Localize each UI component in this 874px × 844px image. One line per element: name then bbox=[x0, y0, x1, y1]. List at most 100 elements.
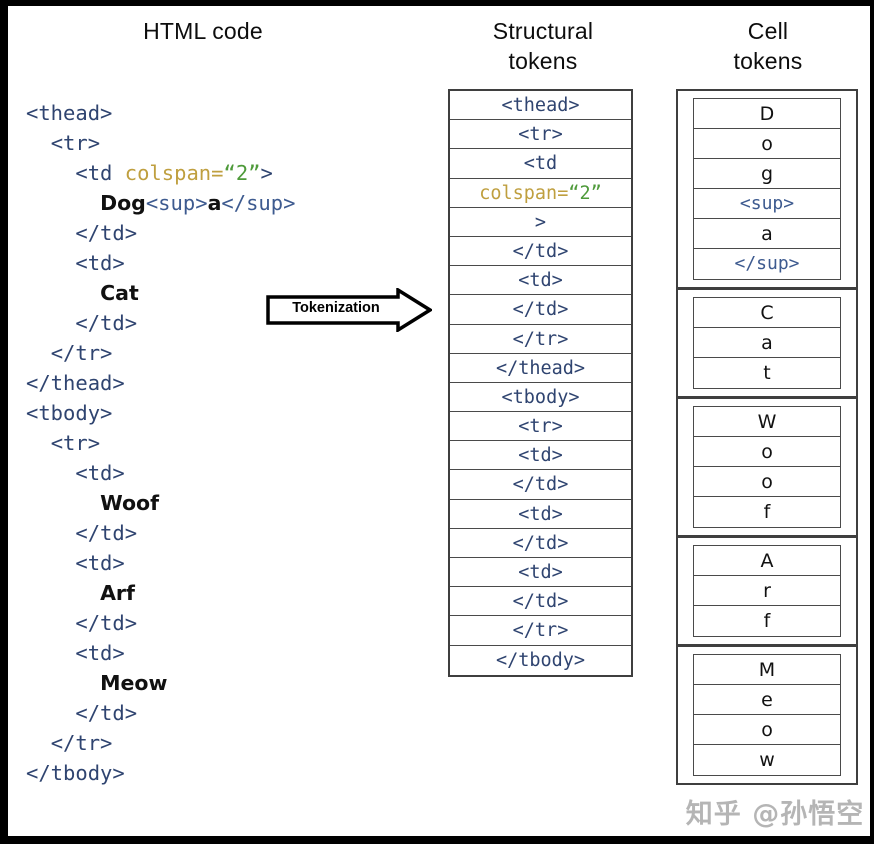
structural-token-row: </tr> bbox=[450, 325, 631, 354]
cell-token-row: <sup> bbox=[694, 189, 840, 219]
structural-token-text: <td> bbox=[518, 270, 563, 292]
code-indent bbox=[26, 461, 75, 485]
code-indent bbox=[26, 491, 100, 515]
code-token: Arf bbox=[100, 581, 135, 605]
cell-token-row: A bbox=[694, 546, 840, 576]
structural-token-row: colspan=“2” bbox=[450, 179, 631, 208]
code-indent bbox=[26, 521, 75, 545]
code-indent bbox=[26, 131, 51, 155]
code-token: > bbox=[260, 161, 273, 185]
cell-token-row: C bbox=[694, 298, 840, 328]
tokenization-arrow: Tokenization bbox=[266, 288, 432, 332]
code-token: <thead> bbox=[26, 101, 113, 125]
structural-token-text: “2” bbox=[568, 182, 602, 204]
column-title-structural-tokens-line2: tokens bbox=[508, 48, 578, 74]
code-line: <td> bbox=[26, 548, 426, 578]
code-indent bbox=[26, 641, 75, 665]
code-line: <td> bbox=[26, 248, 426, 278]
code-token: <td> bbox=[75, 641, 125, 665]
code-line: </tbody> bbox=[26, 758, 426, 788]
code-token: <sup> bbox=[145, 191, 208, 215]
cell-token-row: r bbox=[694, 576, 840, 606]
figure-canvas: HTML code Structural tokens Cell tokens … bbox=[8, 6, 870, 836]
structural-token-text: <tr> bbox=[518, 124, 563, 146]
code-token: Woof bbox=[100, 491, 160, 515]
code-indent bbox=[26, 431, 51, 455]
structural-token-row: <tbody> bbox=[450, 383, 631, 413]
structural-token-row: <td> bbox=[450, 558, 631, 588]
code-token: </td> bbox=[75, 701, 138, 725]
code-token: Meow bbox=[100, 671, 168, 695]
code-indent bbox=[26, 701, 75, 725]
structural-token-row: </tbody> bbox=[450, 646, 631, 675]
code-token: <tr> bbox=[50, 131, 101, 155]
structural-token-text: </thead> bbox=[495, 357, 586, 379]
cell-token-row: o bbox=[694, 715, 840, 745]
structural-token-text: </td> bbox=[512, 240, 569, 262]
code-token: </sup> bbox=[221, 191, 296, 215]
column-title-structural-tokens: Structural tokens bbox=[428, 16, 658, 76]
code-token: <tbody> bbox=[26, 401, 113, 425]
structural-token-row: <td> bbox=[450, 266, 631, 296]
code-line: <tr> bbox=[26, 128, 426, 158]
structural-token-text: <tbody> bbox=[501, 386, 580, 408]
code-indent bbox=[26, 341, 51, 365]
structural-token-text: </td> bbox=[512, 532, 569, 554]
column-title-structural-tokens-line1: Structural bbox=[492, 18, 594, 44]
structural-token-row: </td> bbox=[450, 237, 631, 267]
code-indent bbox=[26, 581, 100, 605]
code-token: </tbody> bbox=[26, 761, 125, 785]
code-indent bbox=[26, 281, 100, 305]
code-line: <tr> bbox=[26, 428, 426, 458]
code-line: <tbody> bbox=[26, 398, 426, 428]
structural-token-text: <td> bbox=[518, 562, 563, 583]
cell-token-row: f bbox=[763, 501, 771, 523]
column-title-cell-tokens-line1: Cell bbox=[747, 18, 789, 44]
arrow-icon bbox=[266, 288, 432, 332]
structural-token-row: </td> bbox=[450, 529, 631, 558]
code-line: </tr> bbox=[26, 728, 426, 758]
structural-token-row: </td> bbox=[450, 587, 631, 617]
code-indent bbox=[26, 551, 75, 575]
structural-token-text: <td> bbox=[518, 445, 563, 467]
code-line: </td> bbox=[26, 308, 426, 338]
html-code-listing: <thead> <tr> <td colspan=“2”> Dog<sup>a<… bbox=[26, 98, 426, 788]
structural-token-text: <td> bbox=[518, 503, 563, 525]
code-token: <td> bbox=[75, 551, 125, 575]
cell-token-row: o bbox=[694, 467, 840, 497]
code-line: <td colspan=“2”> bbox=[26, 158, 426, 188]
code-token: Cat bbox=[100, 281, 139, 305]
code-token: </td> bbox=[75, 611, 138, 635]
code-token: <tr> bbox=[50, 431, 101, 455]
code-line: </td> bbox=[26, 608, 426, 638]
structural-token-text: </td> bbox=[512, 591, 569, 613]
structural-token-text: <thead> bbox=[501, 95, 580, 116]
cell-token-row: g bbox=[694, 159, 840, 189]
code-indent bbox=[26, 161, 75, 185]
code-line: <td> bbox=[26, 638, 426, 668]
column-title-cell-tokens: Cell tokens bbox=[668, 16, 868, 76]
code-line: Meow bbox=[26, 668, 426, 698]
cell-token-row: D bbox=[694, 99, 840, 129]
code-line: <td> bbox=[26, 458, 426, 488]
structural-token-row: <tr> bbox=[450, 120, 631, 150]
cell-token-row: a bbox=[694, 328, 840, 358]
structural-token-text: colspan= bbox=[479, 182, 569, 204]
watermark: 知乎 @孙悟空 bbox=[685, 799, 865, 830]
cell-token-row: e bbox=[694, 685, 840, 715]
structural-token-row: <td> bbox=[450, 441, 631, 471]
structural-token-text: </td> bbox=[512, 474, 569, 496]
cell-token-row: t bbox=[763, 362, 771, 384]
code-token: </td> bbox=[75, 221, 138, 245]
structural-token-text: > bbox=[534, 211, 547, 233]
structural-token-text: </tbody> bbox=[495, 649, 586, 671]
code-token: colspan= bbox=[124, 161, 224, 185]
